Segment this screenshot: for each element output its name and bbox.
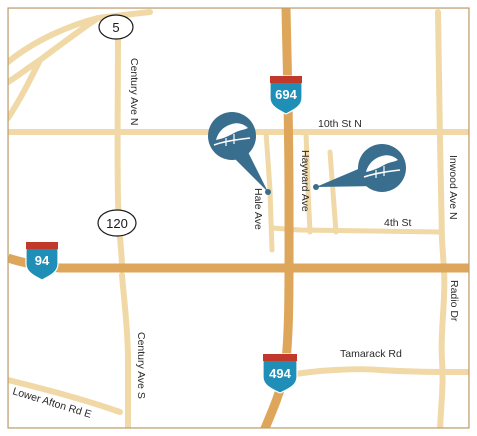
label-hale-ave: Hale Ave [252,188,264,230]
road-4th-st [269,225,443,235]
road-century-ave-s [119,272,131,436]
location-marker-1[interactable] [208,112,271,195]
interstate-694-shield: 694 [269,75,303,115]
road-connector-east [327,149,339,235]
map-border [7,7,470,429]
frame-mask-bottom [0,428,477,436]
road-tamarack-rd [293,366,477,377]
interstate-494-shield: 494 [262,353,298,394]
frame-mask-top [0,0,477,8]
road-inwood-ave-n [435,9,447,273]
road-century-ave-n [114,27,125,268]
state-route-5-number: 5 [112,20,119,35]
label-century-ave-n: Century Ave N [128,58,140,126]
label-tamarack-rd: Tamarack Rd [340,348,402,360]
label-century-ave-s: Century Ave S [135,332,147,399]
state-route-120-shield: 120 [97,209,137,237]
interstate-694-number: 694 [275,87,297,102]
frame-mask-left [0,0,8,436]
tree-logo-icon [363,155,401,178]
label-inwood-ave-n: Inwood Ave N [447,155,459,220]
interstate-494-number: 494 [269,366,291,381]
label-4th-st: 4th St [384,217,412,229]
road-northwest-diagonal [5,57,43,121]
label-radio-dr: Radio Dr [448,280,460,322]
label-hayward-ave: Hayward Ave [299,150,311,212]
state-route-5-shield: 5 [98,14,134,40]
road-lower-afton-rd-e [5,377,123,415]
tree-logo-icon [213,123,251,146]
interstate-94-number: 94 [35,253,50,268]
label-10th-st-n: 10th St N [318,118,362,130]
frame-mask-right [469,0,477,436]
interstate-94-shield: 94 [25,241,59,281]
location-marker-2[interactable] [313,144,406,192]
state-route-120-number: 120 [106,216,128,231]
road-hayward-ave [303,129,313,235]
road-radio-dr [437,267,448,436]
